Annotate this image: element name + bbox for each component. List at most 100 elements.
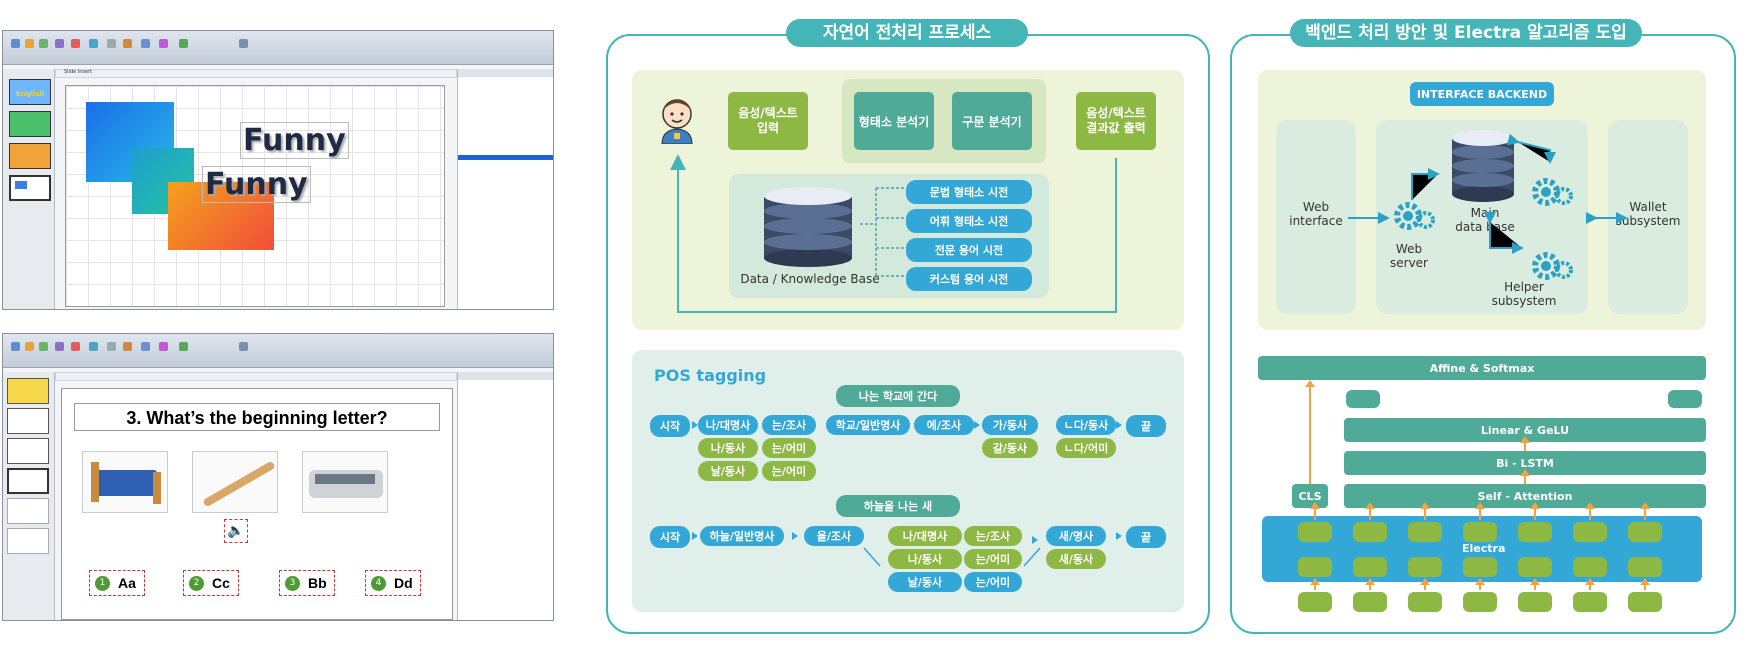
slide-thumb[interactable] [7, 498, 49, 524]
bus-image[interactable] [302, 451, 388, 513]
dictionary-item: 어휘 형태소 시전 [906, 209, 1032, 233]
option-letter: Bb [308, 575, 327, 591]
option-letter: Cc [212, 575, 230, 591]
helper-label: Helper subsystem [1491, 280, 1557, 309]
pos-tag: 는/어미 [964, 549, 1022, 569]
slide-thumb[interactable] [9, 111, 51, 137]
resource-file-list[interactable] [457, 69, 553, 309]
slide-text-box[interactable]: Funny [202, 166, 311, 203]
pos-tagging-title: POS tagging [654, 366, 767, 385]
layer-arrow [1520, 436, 1530, 451]
electra-token-node [1463, 522, 1497, 542]
syntax-analyzer-box: 구문 분석기 [952, 92, 1032, 150]
dictionary-item: 커스텀 용어 시전 [906, 267, 1032, 291]
interface-backend-label: INTERFACE BACKEND [1410, 82, 1554, 106]
electra-arrow [1420, 578, 1430, 590]
electra-arrow [1475, 502, 1485, 520]
pos-tag: 나/대명사 [698, 415, 758, 435]
pos-tag: 새/명사 [1046, 526, 1106, 546]
slide-tabs[interactable] [55, 372, 457, 381]
slide-thumb-selected[interactable] [7, 468, 49, 494]
answer-option[interactable]: 3 Bb [279, 570, 335, 596]
slide-thumb[interactable] [7, 438, 49, 464]
electra-token-node [1408, 592, 1442, 612]
web-server-gear-icon [1392, 196, 1436, 240]
option-letter: Dd [394, 575, 413, 591]
electra-token-node [1573, 557, 1607, 577]
electra-arrow [1530, 578, 1540, 590]
orange-gradient-rect[interactable] [168, 182, 274, 250]
electra-token-node [1298, 522, 1332, 542]
pos-tag: 는/어미 [762, 438, 816, 458]
electra-token-node [1353, 522, 1387, 542]
electra-token-node [1628, 592, 1662, 612]
sentence2-title: 하늘을 나는 새 [836, 495, 960, 517]
electra-arrow [1640, 578, 1650, 590]
bat-image[interactable] [192, 451, 278, 513]
option-number: 3 [285, 575, 300, 591]
bed-image[interactable] [82, 451, 168, 513]
web-interface-label: Web interface [1289, 200, 1343, 229]
slide-thumb[interactable] [7, 528, 49, 554]
option-letter: Aa [118, 575, 136, 591]
electra-label: Electra [1462, 542, 1506, 555]
feedback-arrow [670, 154, 1117, 313]
pos-tag: 을/조사 [804, 526, 864, 546]
pos-tag: 날/동사 [698, 461, 758, 481]
electra-arrow [1420, 502, 1430, 520]
affine-node-right [1668, 390, 1702, 408]
dictionary-item: 전문 용어 시전 [906, 238, 1032, 262]
pos-tag: 날/동사 [888, 572, 962, 592]
toolbar-ribbon [3, 31, 553, 65]
electra-token-node [1628, 557, 1662, 577]
pos-tag: 는/어미 [964, 572, 1022, 592]
output-box: 음성/텍스트 결과값 출력 [1076, 92, 1156, 150]
slide-thumbnail-list[interactable] [3, 372, 55, 620]
helper-gear-icon [1530, 246, 1574, 290]
sentence1-title: 나는 학교에 간다 [836, 385, 960, 407]
pos-tag: 나/동사 [698, 438, 758, 458]
speaker-icon[interactable]: 🔈 [224, 519, 248, 543]
slide-thumb[interactable] [7, 378, 49, 404]
wallet-label: Wallet subsystem [1615, 200, 1681, 229]
morph-analyzer-box: 형태소 분석기 [854, 92, 934, 150]
slide-thumbnail-list[interactable]: English [3, 69, 55, 309]
start-node: 시작 [650, 415, 690, 437]
cls-token: CLS [1292, 484, 1328, 508]
pos-arrows [692, 421, 1122, 567]
slide-canvas[interactable]: Funny Funny [65, 85, 445, 307]
pos-tag: 학교/일반명사 [826, 415, 910, 435]
slide-thumb[interactable] [9, 143, 51, 169]
slide-text-box[interactable]: Funny [240, 122, 349, 159]
question-title[interactable]: 3. What’s the beginning letter? [74, 403, 440, 431]
pos-tag: 하늘/일반명사 [700, 526, 784, 546]
electra-token-node [1408, 522, 1442, 542]
resource-file-list[interactable] [457, 372, 553, 620]
pos-tag: 가/동사 [982, 415, 1038, 435]
pos-tag: 에/조사 [914, 415, 974, 435]
pos-tag: 새/동사 [1046, 549, 1106, 569]
electra-arrow [1585, 578, 1595, 590]
slide-thumb[interactable]: English [9, 79, 51, 105]
electra-arrow [1310, 502, 1320, 520]
input-box: 음성/텍스트 입력 [728, 92, 808, 150]
slide-thumb[interactable] [7, 408, 49, 434]
electra-token-node [1573, 592, 1607, 612]
pos-tag: 는/조사 [762, 415, 816, 435]
electra-arrow [1475, 578, 1485, 590]
electra-token-node [1298, 557, 1332, 577]
electra-arrow [1640, 502, 1650, 520]
electra-token-node [1518, 522, 1552, 542]
toolbar-ribbon [3, 334, 553, 368]
pos-tag: ㄴ다/어미 [1056, 438, 1116, 458]
electra-arrow [1365, 578, 1375, 590]
backend-arrows [1348, 133, 1628, 254]
electra-token-node [1573, 522, 1607, 542]
slide-thumb-selected[interactable] [9, 175, 51, 201]
electra-token-node [1518, 557, 1552, 577]
user-avatar-icon [656, 96, 698, 145]
